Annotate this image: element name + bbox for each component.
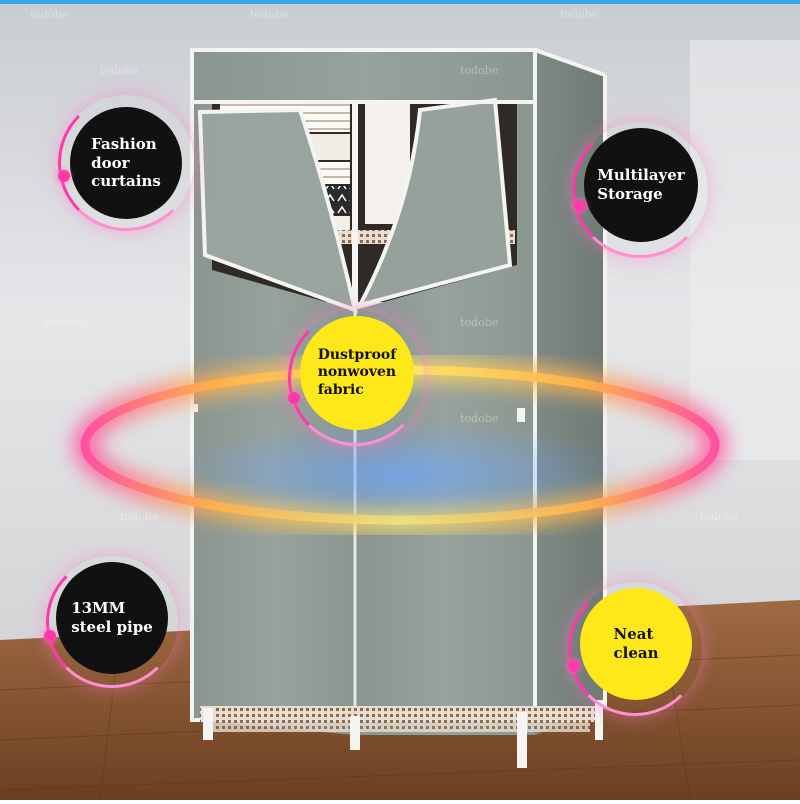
fashion-ring: [58, 95, 194, 231]
wardrobe-top-panel: [192, 50, 535, 102]
neat-ring: [568, 582, 702, 716]
callout-fashion-text: Fashion door curtains: [91, 134, 161, 191]
left-door-panel: [192, 102, 355, 735]
left-curtain-flap: [197, 107, 358, 314]
watermark-text: todobe: [460, 412, 498, 425]
callout-neat-text: Neat clean: [613, 625, 659, 662]
right-curtain-flap: [356, 97, 513, 309]
bottom-rail: [200, 706, 600, 722]
callout-dustproof-text: Dustproof nonwoven fabric: [317, 346, 397, 398]
callout-steel-pipe: 13MM steel pipe: [56, 562, 168, 674]
dustproof-ring: [288, 310, 424, 446]
watermark-text: todobe: [460, 64, 498, 77]
watermark-text: todobe: [30, 8, 68, 21]
callout-multilayer-storage: Multilayer Storage: [584, 128, 698, 242]
callout-dot: [574, 200, 586, 212]
watermark-text: todobe: [120, 510, 158, 523]
callout-dot: [288, 392, 300, 404]
watermark-text: todobe: [44, 316, 82, 329]
multilayer-ring: [572, 122, 708, 258]
callout-dot: [44, 630, 56, 642]
watermark-text: todobe: [100, 64, 138, 77]
blue-mist: [170, 420, 630, 530]
callout-fashion-door-curtains: Fashion door curtains: [70, 107, 182, 219]
wardrobe-legs: [203, 700, 603, 768]
watermark-text: todobe: [460, 316, 498, 329]
callout-dot: [568, 660, 580, 672]
watermark-text: todobe: [250, 8, 288, 21]
callout-dustproof-fabric: Dustproof nonwoven fabric: [300, 316, 414, 430]
callout-steel-text: 13MM steel pipe: [71, 599, 153, 636]
watermarks: todobe todobe todobe todobe todobe todob…: [30, 8, 738, 523]
steel-ring: [46, 556, 178, 688]
callout-multilayer-text: Multilayer Storage: [597, 166, 685, 203]
watermark-text: todobe: [560, 8, 598, 21]
callout-neat-clean: Neat clean: [580, 588, 692, 700]
right-door-panel: [355, 102, 535, 735]
callout-dot: [58, 170, 70, 182]
watermark-text: todobe: [700, 510, 738, 523]
